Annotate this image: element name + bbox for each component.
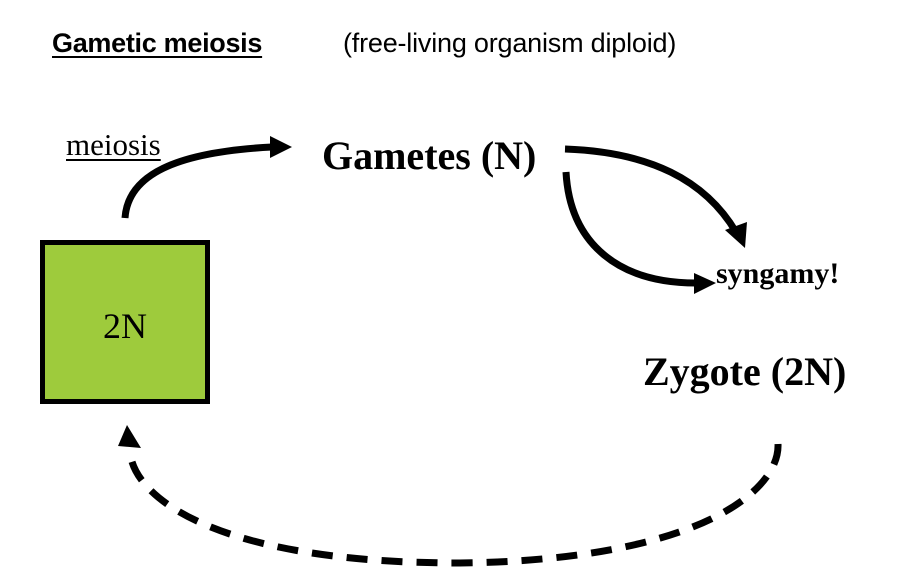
meiosis-arrow — [121, 136, 292, 219]
zygote-to-organism-dashed-arrow — [118, 425, 782, 567]
diagram-subtitle: (free-living organism diploid) — [343, 28, 677, 58]
gametes-to-syngamy-upper-arrow — [564, 145, 747, 248]
gametes-node-label: Gametes (N) — [322, 133, 537, 178]
zygote-node-label: Zygote (2N) — [643, 349, 847, 394]
syngamy-node-label: syngamy! — [716, 257, 840, 290]
meiosis-edge-label: meiosis — [66, 127, 161, 162]
gametes-to-syngamy-lower-arrow — [562, 171, 716, 294]
diagram-title: Gametic meiosis — [52, 28, 263, 58]
diploid-organism-box: 2N — [40, 240, 210, 404]
diploid-organism-label: 2N — [103, 306, 147, 346]
